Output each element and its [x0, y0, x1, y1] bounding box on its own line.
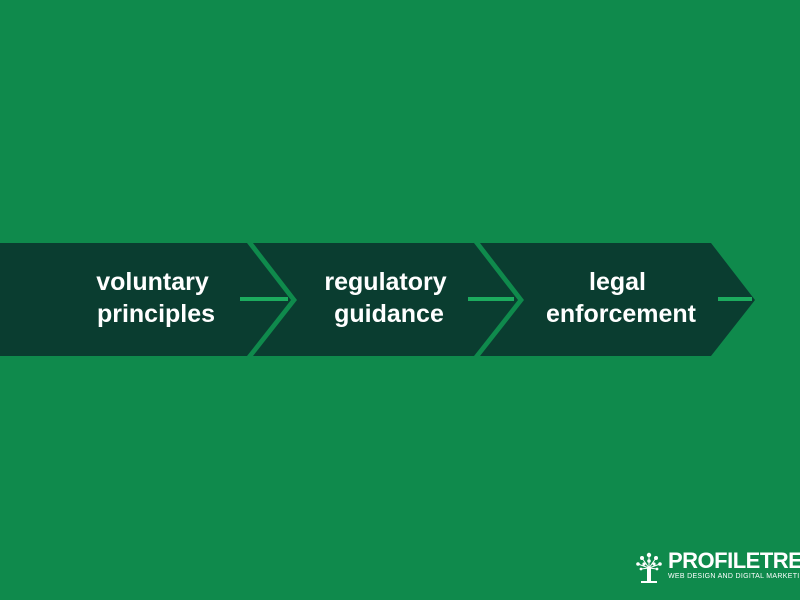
brand-name-part2: TREE: [759, 548, 800, 573]
stage-1-line2: principles: [97, 300, 215, 328]
stage-3-line1: legal: [589, 268, 646, 296]
stage-3-label: legal enforcement: [546, 268, 697, 328]
stage-chevron-1: [0, 243, 291, 356]
stage-chevron-2: [253, 243, 518, 356]
stage-1-line1: voluntary: [96, 268, 209, 296]
stage-chevron-3: [480, 243, 755, 356]
brand-name-part1: PROFILE: [668, 548, 760, 573]
stage-2-line2: guidance: [334, 300, 444, 328]
stage-3-line2: enforcement: [546, 300, 697, 328]
tree-icon: [636, 552, 662, 583]
brand-tagline: WEB DESIGN AND DIGITAL MARKETING: [668, 573, 800, 580]
stage-1-label: voluntary principles: [96, 268, 215, 328]
stage-2-label: regulatory guidance: [324, 268, 453, 328]
stage-2-line1: regulatory: [324, 268, 446, 296]
brand-logo: PROFILETREE WEB DESIGN AND DIGITAL MARKE…: [632, 548, 800, 588]
brand-name: PROFILETREE: [668, 549, 800, 573]
